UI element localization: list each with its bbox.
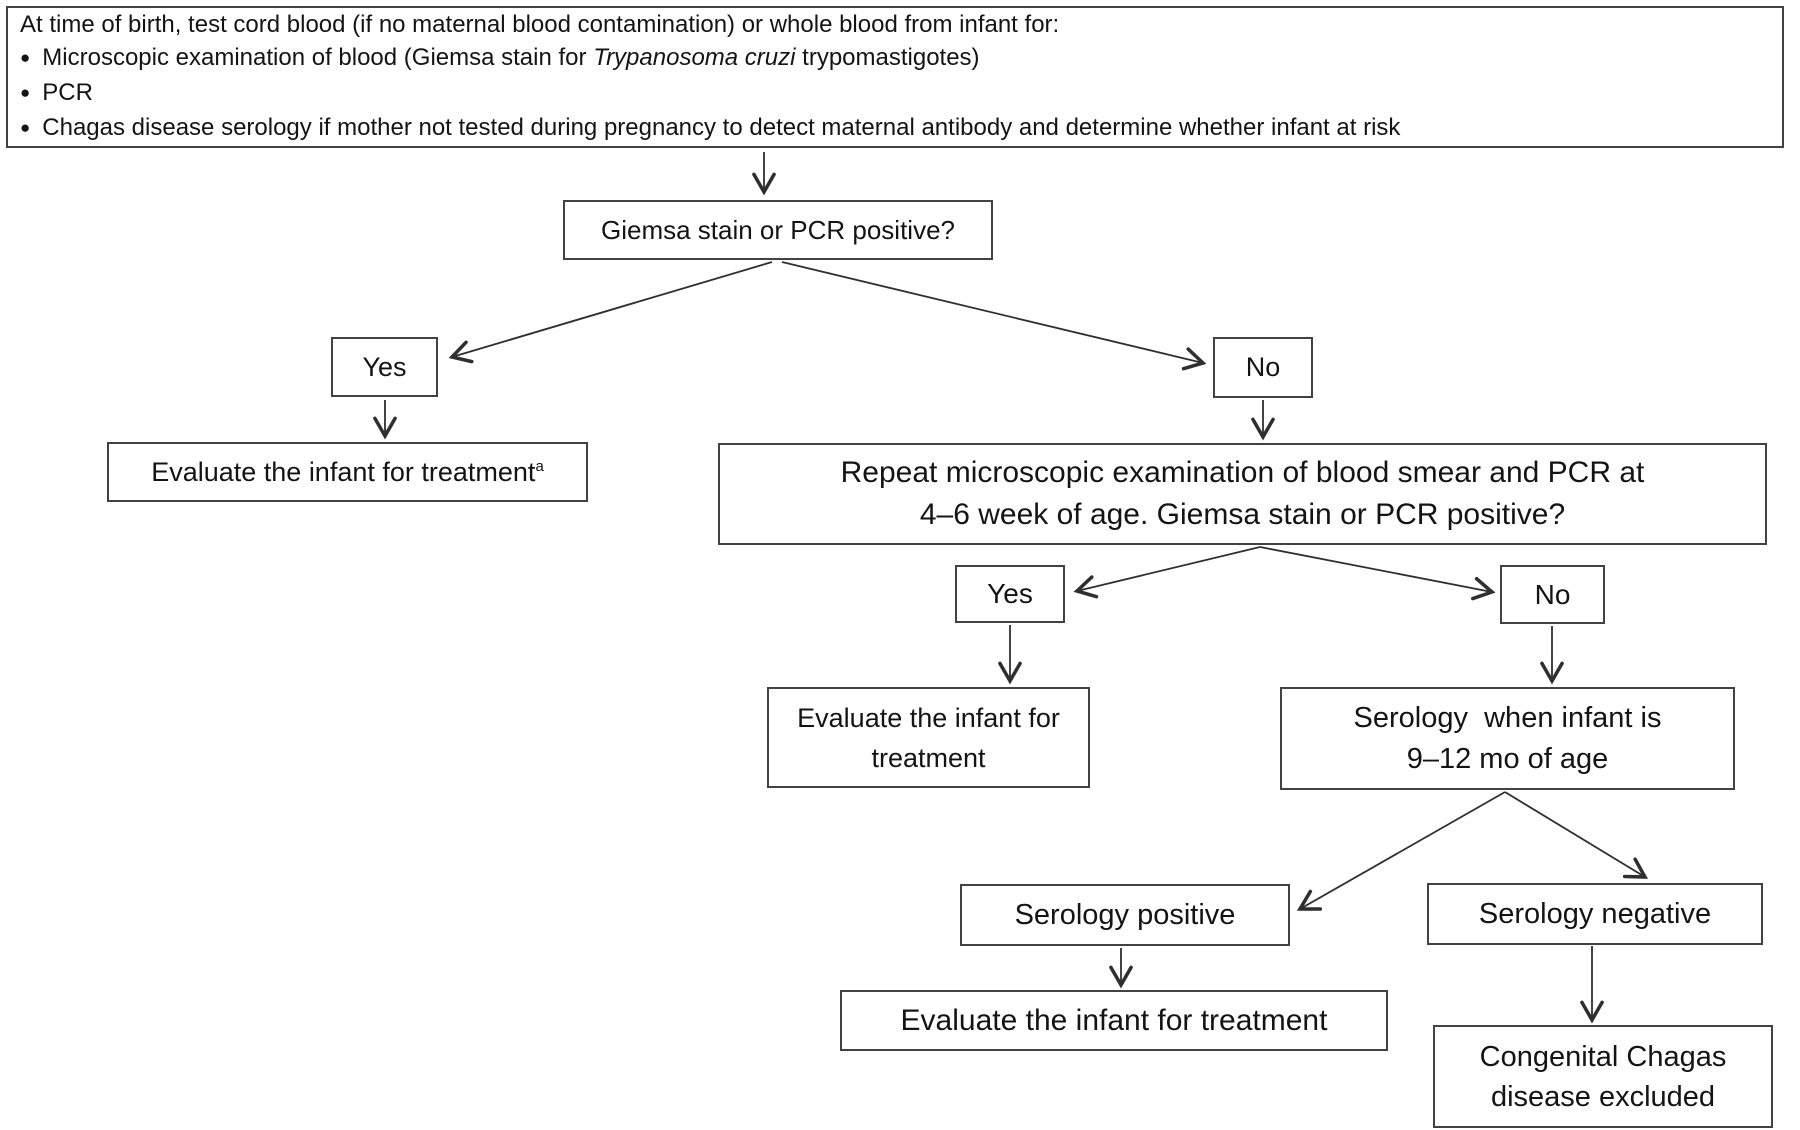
arrow-q2-to-yes2	[1073, 546, 1261, 599]
bullet-microscopy-text: Microscopic examination of blood (Giemsa…	[42, 44, 594, 71]
serology-positive-label: Serology positive	[1014, 898, 1236, 931]
branch-no-2-label: No	[1534, 578, 1571, 610]
serology-9-12mo-line2: 9–12 mo of age	[1406, 742, 1609, 775]
branch-no-1-label: No	[1245, 352, 1281, 382]
treat-after-4-6wk-line1: Evaluate the infant for	[797, 702, 1060, 733]
node-treat-after-birth: Evaluate the infant for treatmenta	[107, 442, 588, 502]
node-serology-positive: Serology positive	[960, 884, 1290, 946]
treat-after-birth-text: Evaluate the infant for treatment	[151, 456, 536, 487]
branch-yes-1-label: Yes	[362, 351, 407, 382]
bullet-icon: ●	[20, 48, 31, 67]
node-serology-negative: Serology negative	[1427, 883, 1763, 945]
node-treat-after-4-6wk: Evaluate the infant for treatment	[767, 687, 1090, 788]
arrow-q2-to-no2	[1259, 546, 1496, 601]
footnote-a-marker: a	[535, 457, 544, 475]
arrow-q1-to-no1	[781, 261, 1207, 371]
node-branch-yes-2: Yes	[955, 565, 1065, 623]
node-question-repeat-4-6wk: Repeat microscopic examination of blood …	[718, 443, 1767, 545]
question-giemsa-pcr-birth-label: Giemsa stain or PCR positive?	[600, 214, 956, 245]
bullet-serology-text: Chagas disease serology if mother not te…	[42, 114, 1401, 141]
chagas-excluded-line1: Congenital Chagas	[1479, 1040, 1727, 1073]
bullet-microscopy-species: Trypanosoma cruzi	[593, 44, 796, 71]
node-chagas-excluded: Congenital Chagas disease excluded	[1433, 1025, 1773, 1128]
treat-after-birth-label: Evaluate the infant for treatmenta	[151, 457, 544, 488]
branch-yes-2-label: Yes	[987, 578, 1033, 609]
node-birth-testing: At time of birth, test cord blood (if no…	[6, 6, 1784, 148]
chagas-excluded-line2: disease excluded	[1490, 1080, 1716, 1113]
bullet-pcr-text: PCR	[42, 79, 93, 106]
treat-after-9-12mo-label: Evaluate the infant for treatment	[900, 1003, 1328, 1037]
birth-testing-bullet-microscopy: ● Microscopic examination of blood (Giems…	[20, 41, 980, 76]
serology-9-12mo-line1: Serology when infant is	[1353, 701, 1662, 734]
node-question-giemsa-pcr-birth: Giemsa stain or PCR positive?	[563, 200, 993, 260]
bullet-icon: ●	[20, 83, 31, 102]
question-repeat-line1: Repeat microscopic examination of blood …	[840, 456, 1645, 489]
node-treat-after-9-12mo: Evaluate the infant for treatment	[840, 990, 1388, 1051]
bullet-icon: ●	[20, 118, 31, 137]
arrow-serology-to-serneg	[1504, 791, 1649, 879]
node-branch-no-1: No	[1213, 337, 1313, 398]
birth-testing-intro: At time of birth, test cord blood (if no…	[20, 11, 1060, 38]
question-repeat-line2: 4–6 week of age. Giemsa stain or PCR pos…	[919, 498, 1566, 531]
bullet-microscopy-suffix: trypomastigotes)	[795, 44, 980, 71]
node-serology-9-12mo: Serology when infant is 9–12 mo of age	[1280, 687, 1735, 790]
birth-testing-bullet-pcr: ● PCR	[20, 76, 93, 111]
arrow-q1-to-yes1	[448, 261, 773, 364]
node-branch-no-2: No	[1500, 565, 1605, 624]
treat-after-4-6wk-line2: treatment	[871, 742, 986, 773]
birth-testing-bullet-serology: ● Chagas disease serology if mother not t…	[20, 111, 1400, 146]
node-branch-yes-1: Yes	[331, 337, 438, 397]
serology-negative-label: Serology negative	[1478, 897, 1712, 930]
